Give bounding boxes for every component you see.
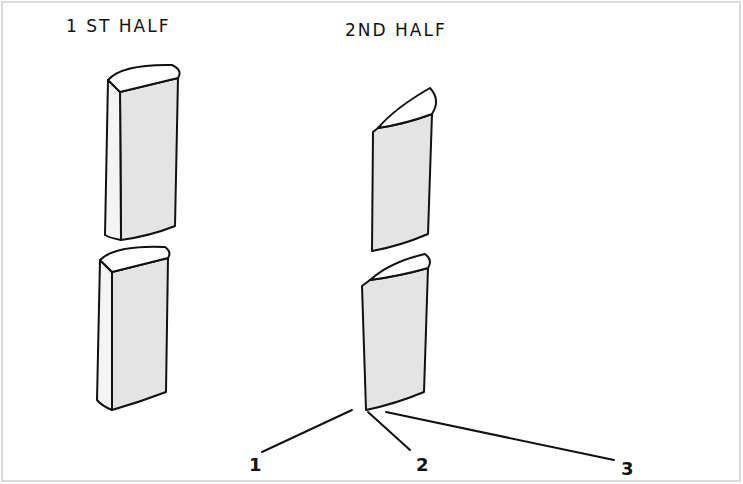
callout-number: 3 xyxy=(621,459,635,479)
first-half-lower-piece xyxy=(97,247,169,410)
leader-line xyxy=(368,412,410,450)
first-half-upper-piece xyxy=(105,65,180,240)
column-heading: 1 ST HALF xyxy=(66,17,170,36)
column-heading: 2ND HALF xyxy=(345,21,447,40)
callout-number: 1 xyxy=(249,455,263,475)
second-half-upper-piece xyxy=(372,88,436,251)
callout-number: 2 xyxy=(416,455,430,475)
leader-line xyxy=(262,410,352,452)
second-half-lower-piece xyxy=(362,254,430,410)
leader-line xyxy=(386,412,614,460)
